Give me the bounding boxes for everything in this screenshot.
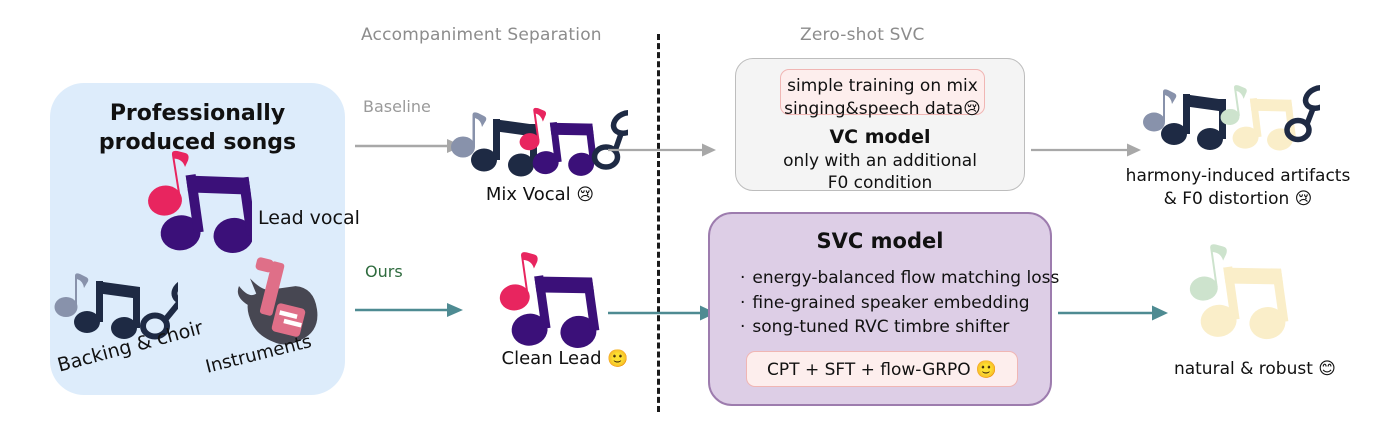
electric-guitar-icon (228, 255, 324, 359)
baseline-flow-label: Baseline (363, 97, 431, 116)
ours-arrow-1 (355, 300, 465, 324)
svc-bullet-text-2: song-tuned RVC timbre shifter (752, 317, 1010, 338)
mix-vocal-caption-text: Mix Vocal (485, 184, 571, 205)
svc-bullet-item-2: · song-tuned RVC timbre shifter (740, 315, 1059, 340)
sad-face-emoji-mix-vocal: 😢 (576, 185, 595, 205)
source-title-line2: produced songs (98, 130, 297, 156)
vc-note-line1: simple training on mix (787, 76, 978, 96)
clean-lead-caption-text: Clean Lead (501, 348, 602, 369)
svc-model-box: SVC model · energy-balanced flow matching… (708, 212, 1059, 406)
smiling-face-emoji-outcome: 😊 (1318, 359, 1337, 379)
smiley-face-emoji-svc: 🙂 (975, 360, 997, 380)
clean-lead-icon-group (488, 250, 606, 354)
bullet-glyph-2: · (740, 317, 746, 338)
vc-model-box: simple training on mix singing&speech da… (735, 58, 1025, 193)
source-title-line1: Professionally (109, 101, 286, 126)
svc-bullet-text-0: energy-balanced flow matching loss (752, 268, 1060, 288)
vc-model-body-line1: only with an additional (783, 151, 977, 171)
mix-vocal-icon-group (448, 103, 642, 185)
smiley-face-emoji-clean-lead: 🙂 (607, 349, 629, 369)
svc-output-arrow (1058, 303, 1170, 327)
vc-model-body-line2: F0 condition (827, 173, 933, 193)
vc-output-arrow (1031, 140, 1143, 164)
vc-note-line2-row: singing&speech data😢 (781, 98, 984, 121)
svc-bullet-text-1: fine-grained speaker embedding (752, 292, 1030, 313)
section-header-zero-shot-svc: Zero-shot SVC (800, 25, 925, 45)
good-outcome-icon-group (1178, 243, 1298, 345)
clean-lead-caption: Clean Lead 🙂 (470, 348, 660, 369)
vc-model-training-note-box: simple training on mix singing&speech da… (780, 69, 985, 119)
vertical-dashed-divider (657, 34, 660, 412)
bad-outcome-icon-group (1140, 84, 1334, 158)
vc-note-line2: singing&speech data (784, 98, 964, 119)
svc-bullet-item-1: · fine-grained speaker embedding (740, 291, 1059, 316)
lead-vocal-music-note-icon (134, 147, 257, 263)
bullet-glyph-0: · (740, 268, 746, 288)
bullet-glyph-1: · (740, 292, 746, 313)
source-songs-panel: Professionally produced songs (50, 83, 360, 395)
bad-outcome-line1: harmony-induced artifacts (1125, 166, 1351, 186)
ours-flow-label: Ours (365, 262, 403, 281)
good-outcome-text: natural & robust (1173, 359, 1313, 379)
good-outcome-caption: natural & robust 😊 (1150, 358, 1360, 381)
svc-model-bullet-list: · energy-balanced flow matching loss · fin… (740, 266, 1059, 340)
svc-bullet-item-0: · energy-balanced flow matching loss (740, 266, 1059, 291)
section-header-accompaniment-separation: Accompaniment Separation (361, 25, 602, 45)
sad-face-emoji-vc: 😢 (963, 98, 981, 119)
svc-model-title: SVC model (816, 229, 944, 253)
bad-outcome-line2-row: & F0 distortion 😢 (1118, 188, 1358, 211)
source-panel-title: Professionally produced songs (50, 99, 345, 158)
mix-vocal-caption: Mix Vocal 😢 (445, 184, 635, 205)
bad-outcome-line2: & F0 distortion (1163, 188, 1290, 209)
ours-arrow-2 (608, 303, 718, 327)
svc-model-recipe-box: CPT + SFT + flow-GRPO 🙂 (746, 351, 1018, 387)
baseline-arrow-2 (608, 140, 718, 164)
svc-recipe-text: CPT + SFT + flow-GRPO (767, 360, 971, 380)
vc-model-title: VC model (829, 126, 931, 148)
lead-vocal-label: Lead vocal (258, 207, 360, 229)
sad-face-emoji-outcome: 😢 (1294, 188, 1313, 209)
bad-outcome-caption: harmony-induced artifacts & F0 distortio… (1118, 165, 1358, 211)
